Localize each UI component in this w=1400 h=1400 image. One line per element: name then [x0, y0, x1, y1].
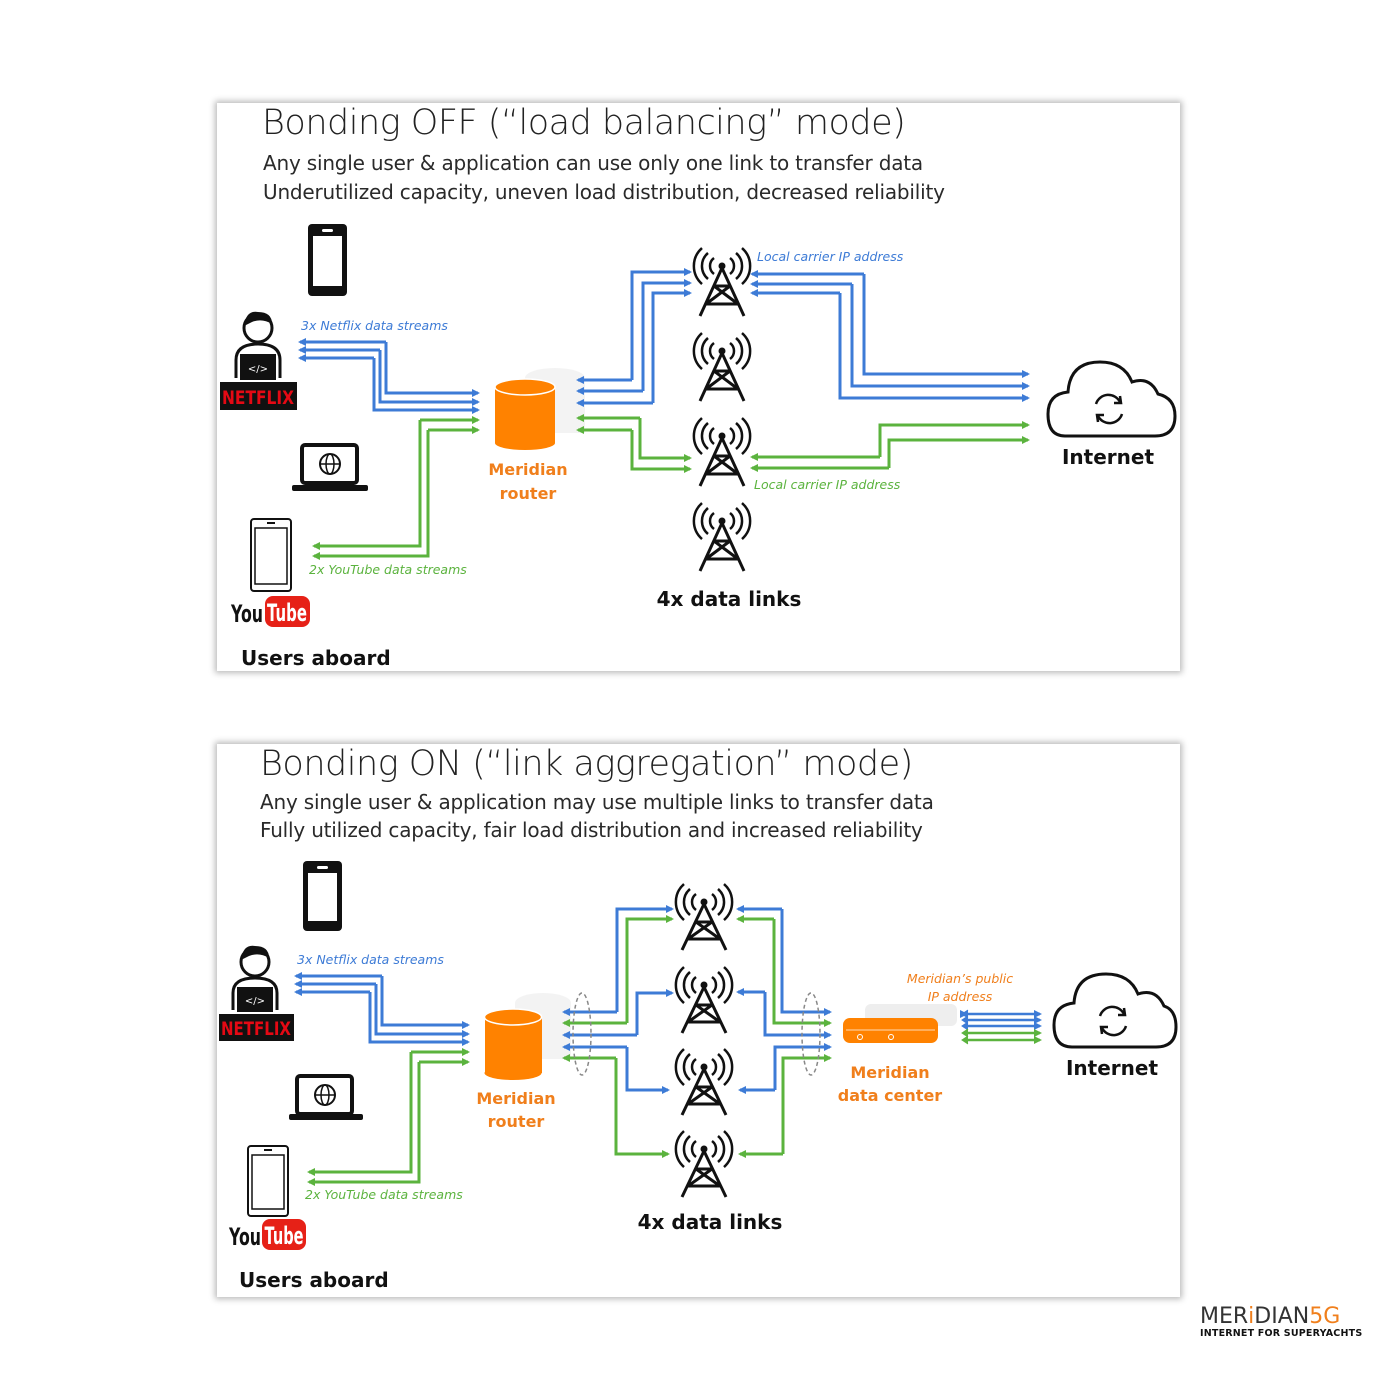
brand-5g: 5G [1309, 1304, 1341, 1329]
internet-label: Internet [1062, 445, 1154, 469]
svg-text:Tube: Tube [265, 1222, 304, 1250]
bonding-on-diagram: </> NETFLIX You Tube Users aboard 3x Net… [219, 861, 1178, 1292]
svg-text:Tube: Tube [267, 599, 307, 627]
brand-tagline: INTERNET FOR SUPERYACHTS [1200, 1328, 1363, 1339]
svg-text:</>: </> [245, 996, 265, 1007]
meridian-datacenter-icon [843, 1004, 957, 1043]
smartphone-icon [303, 861, 342, 931]
youtube-logo: You Tube [230, 596, 310, 628]
router-to-link3-arrows [576, 414, 692, 473]
datacenter-label-line1: Meridian [850, 1063, 929, 1082]
cell-tower-icon [692, 502, 752, 572]
bonding-bundle-ring [801, 992, 821, 1076]
public-ip-label-line1: Meridian’s public [907, 971, 1013, 986]
carrier-ip-label-green: Local carrier IP address [754, 477, 901, 492]
users-aboard-label: Users aboard [239, 1268, 389, 1292]
panel-subtitle-line1: Any single user & application can use on… [263, 151, 923, 175]
internet-label: Internet [1066, 1056, 1158, 1080]
router-label-line2: router [488, 1112, 545, 1131]
panel-title: Bonding OFF (“load balancing” mode) [262, 103, 906, 143]
meridian-router-icon [494, 368, 585, 450]
netflix-logo: NETFLIX [220, 382, 297, 410]
router-label-line1: Meridian [476, 1089, 555, 1108]
svg-text:You: You [230, 600, 263, 628]
datacenter-label-line2: data center [838, 1086, 942, 1105]
router-to-links-arrows [562, 905, 674, 1158]
datacenter-to-internet-arrows [960, 1009, 1042, 1045]
brand-part: MER [1200, 1304, 1249, 1329]
svg-text:You: You [228, 1223, 261, 1251]
developer-user-icon: </> [231, 945, 279, 1012]
panel-subtitle-line2: Underutilized capacity, uneven load dist… [263, 180, 945, 204]
youtube-stream-arrows [307, 1048, 470, 1186]
laptop-icon [289, 1074, 363, 1120]
netflix-stream-arrows [294, 972, 470, 1046]
youtube-logo: You Tube [228, 1219, 306, 1251]
router-to-link1-arrows [576, 268, 692, 407]
developer-user-icon: </> [234, 311, 282, 380]
meridian-router-icon [483, 993, 571, 1080]
brand-part: DIAN [1254, 1304, 1310, 1329]
tablet-icon [247, 1145, 289, 1217]
youtube-stream-arrows [312, 416, 480, 560]
smartphone-icon [308, 224, 347, 296]
data-links-label: 4x data links [638, 1210, 783, 1234]
link1-to-internet-arrows [750, 270, 1030, 402]
bonding-on-panel: Bonding ON (“link aggregation” mode) Any… [217, 744, 1180, 1297]
svg-text:NETFLIX: NETFLIX [221, 1018, 291, 1040]
svg-text:</>: </> [248, 364, 268, 375]
svg-text:NETFLIX: NETFLIX [222, 387, 294, 409]
netflix-streams-label: 3x Netflix data streams [297, 952, 444, 967]
cell-tower-icon [692, 417, 752, 487]
links-to-datacenter-arrows [736, 905, 832, 1158]
panel-subtitle-line1: Any single user & application may use mu… [260, 790, 934, 814]
internet-cloud-icon [1046, 360, 1177, 438]
laptop-icon [292, 443, 368, 491]
netflix-logo: NETFLIX [219, 1014, 294, 1041]
tablet-icon [250, 518, 292, 592]
bonding-bundle-ring [572, 992, 592, 1076]
panel-title: Bonding ON (“link aggregation” mode) [260, 744, 913, 784]
brand-accent-i: i [1248, 1304, 1255, 1329]
brand-wordmark: MERiDIAN5G [1200, 1306, 1362, 1328]
link3-to-internet-arrows [750, 421, 1030, 472]
cell-tower-icon [674, 883, 734, 951]
youtube-streams-label: 2x YouTube data streams [305, 1187, 463, 1202]
router-label-line1: Meridian [488, 460, 567, 479]
data-links-label: 4x data links [657, 587, 802, 611]
bonding-off-panel: Bonding OFF (“load balancing” mode) Any … [217, 103, 1180, 671]
carrier-ip-label-blue: Local carrier IP address [757, 249, 904, 264]
netflix-stream-arrows [298, 338, 480, 414]
public-ip-label-line2: IP address [928, 989, 993, 1004]
panel-subtitle-line2: Fully utilized capacity, fair load distr… [260, 818, 923, 842]
cell-tower-icon [674, 966, 734, 1034]
netflix-streams-label: 3x Netflix data streams [301, 318, 448, 333]
router-label-line2: router [500, 484, 557, 503]
cell-tower-icon [674, 1048, 734, 1116]
cell-tower-icon [674, 1130, 734, 1198]
meridian5g-logo: MERiDIAN5G INTERNET FOR SUPERYACHTS [1200, 1306, 1363, 1340]
internet-cloud-icon [1052, 972, 1178, 1049]
cell-tower-icon [692, 332, 752, 402]
users-aboard-label: Users aboard [241, 646, 391, 670]
youtube-streams-label: 2x YouTube data streams [309, 562, 467, 577]
bonding-off-diagram: </> NETFLIX You Tube Users aboard 3x Net… [220, 224, 1177, 670]
cell-tower-icon [692, 247, 752, 317]
